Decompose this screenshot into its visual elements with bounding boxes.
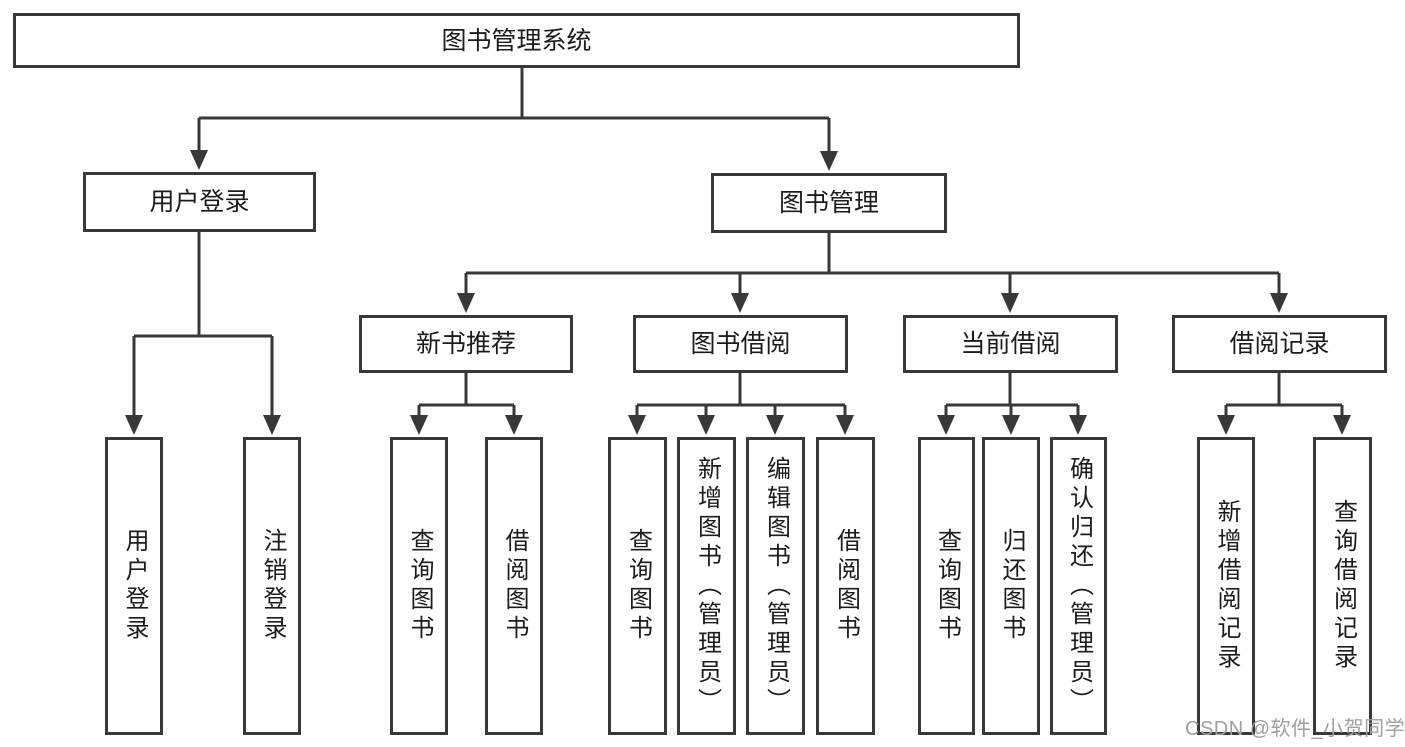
arrow-down-icon [697, 415, 715, 435]
leaf-borrow-books-recommend: 借阅图书 [485, 437, 543, 735]
connector-user-login-to-leaves [125, 232, 281, 435]
arrow-down-icon [766, 415, 784, 435]
leaf-label: 编辑图书（管理员） [762, 455, 790, 717]
leaf-add-borrow-record: 新增借阅记录 [1197, 437, 1255, 735]
leaf-borrow-books-borrowing: 借阅图书 [816, 437, 875, 735]
leaf-label: 归还图书 [998, 528, 1025, 644]
leaf-edit-books-admin: 编辑图书（管理员） [746, 437, 805, 735]
leaf-logout: 注销登录 [243, 437, 301, 735]
leaf-label: 借阅图书 [832, 528, 860, 644]
leaf-query-borrow-record: 查询借阅记录 [1313, 437, 1372, 735]
leaf-query-books-borrowing: 查询图书 [608, 437, 667, 735]
arrow-down-icon [1270, 293, 1288, 313]
node-root: 图书管理系统 [13, 13, 1020, 68]
leaf-label: 确认归还（管理员） [1065, 455, 1093, 717]
node-book-management: 图书管理 [711, 173, 947, 233]
arrow-down-icon [1217, 415, 1235, 435]
arrow-down-icon [410, 415, 428, 435]
arrow-down-icon [457, 293, 475, 313]
arrow-down-icon [263, 415, 281, 435]
arrow-down-icon [937, 415, 955, 435]
arrow-down-icon [505, 415, 523, 435]
connector-root-to-level1 [190, 68, 838, 171]
arrow-down-icon [125, 415, 143, 435]
leaf-query-books-recommend: 查询图书 [390, 437, 448, 735]
arrow-down-icon [1001, 293, 1019, 313]
arrow-down-icon [836, 415, 854, 435]
leaf-label: 用户登录 [121, 528, 148, 644]
connector-book-management-to-level2 [457, 233, 1288, 313]
connector-new-book-recommendation-to-leaves [410, 373, 523, 435]
arrow-down-icon [1069, 415, 1087, 435]
leaf-add-books-admin: 新增图书（管理员） [677, 437, 736, 735]
leaf-label: 查询图书 [624, 528, 652, 644]
leaf-label: 新增图书（管理员） [693, 455, 721, 717]
leaf-confirm-return-admin: 确认归还（管理员） [1050, 437, 1107, 735]
connector-book-borrowing-to-leaves [628, 373, 854, 435]
leaf-label: 查询图书 [933, 528, 961, 644]
leaf-label: 注销登录 [259, 528, 286, 644]
arrow-down-icon [190, 150, 208, 170]
leaf-query-books-current: 查询图书 [918, 437, 975, 735]
node-borrowing-records: 借阅记录 [1172, 315, 1387, 373]
leaf-label: 查询图书 [406, 528, 433, 644]
node-book-borrowing: 图书借阅 [633, 315, 848, 373]
csdn-watermark: CSDN @软件_小贺同学 [1185, 718, 1405, 740]
arrow-down-icon [628, 415, 646, 435]
node-new-book-recommendation: 新书推荐 [359, 315, 573, 373]
leaf-user-login: 用户登录 [105, 437, 163, 735]
arrow-down-icon [820, 151, 838, 171]
arrow-down-icon [1333, 415, 1351, 435]
connector-borrowing-records-to-leaves [1217, 373, 1351, 435]
node-user-login: 用户登录 [83, 172, 316, 232]
leaf-label: 新增借阅记录 [1213, 499, 1240, 673]
leaf-return-books: 归还图书 [982, 437, 1040, 735]
leaf-label: 借阅图书 [501, 528, 528, 644]
connector-current-borrowing-to-leaves [937, 373, 1087, 435]
arrow-down-icon [1002, 415, 1020, 435]
arrow-down-icon [731, 293, 749, 313]
leaf-label: 查询借阅记录 [1329, 499, 1357, 673]
node-current-borrowing: 当前借阅 [903, 315, 1118, 373]
